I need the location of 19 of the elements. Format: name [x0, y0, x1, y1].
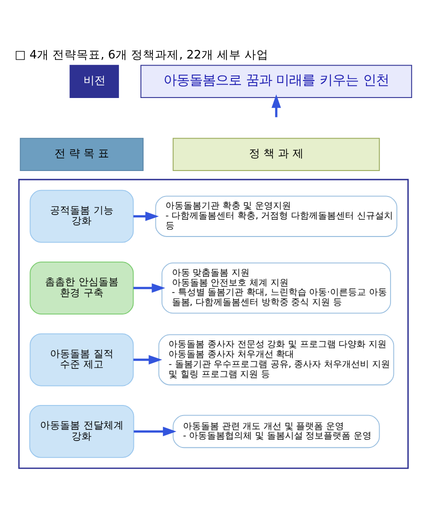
node-box: 아동돌봄으로 꿈과 미래를 키우는 인천	[140, 64, 412, 98]
diagram-title: □ 4개 전략목표, 6개 정책과제, 22개 세부 사업	[14, 46, 269, 61]
node-box: 아동돌봄 종사자 전문성 강화 및 프로그램 다양화 지원 아동돌봄 종사자 처우개선 확대 - 돌봄기관 우수프로그램 공유, 종사자 처우개선비 지원 및 힐링 프로그램 지원 등	[158, 334, 394, 385]
arrow	[272, 94, 281, 117]
cluster	[18, 178, 409, 468]
node-box: 아동돌봄 전달체계 강화	[29, 404, 134, 458]
node-box: 아동돌봄 관련 개도 개선 및 플랫폼 운영 - 아동돌봄협의체 및 돌봄시설 정보플랫폼 운영	[172, 414, 380, 448]
node-box: 아동 맞춤돌봄 지원 아동돌봄 안전보호 체계 지원 - 특성별 돌봄기관 확대, 느린학습 아동·이른등교 아동 돌봄, 다함께돌봄센터 방학중 중식 지원 등	[162, 262, 392, 314]
arrow	[133, 354, 162, 364]
arrow	[134, 426, 176, 436]
node-box: 아동돌봄기관 확충 및 운영지원 - 다함께돌봄센터 확충, 거점형 다함께돌봄센터 신규설치 등	[155, 195, 398, 236]
arrow	[133, 211, 159, 221]
arrow	[133, 282, 166, 292]
node-box: 전 략 목 표	[20, 137, 144, 171]
node-box: 촘촘한 안심돌봄 환경 구축	[30, 261, 134, 314]
node-box: 비전	[70, 64, 119, 98]
node-box: 아동돌봄 질적 수준 제고	[30, 332, 134, 386]
node-box: 공적돌봄 기능 강화	[30, 189, 134, 242]
node-box: 정 책 과 제	[172, 137, 380, 171]
